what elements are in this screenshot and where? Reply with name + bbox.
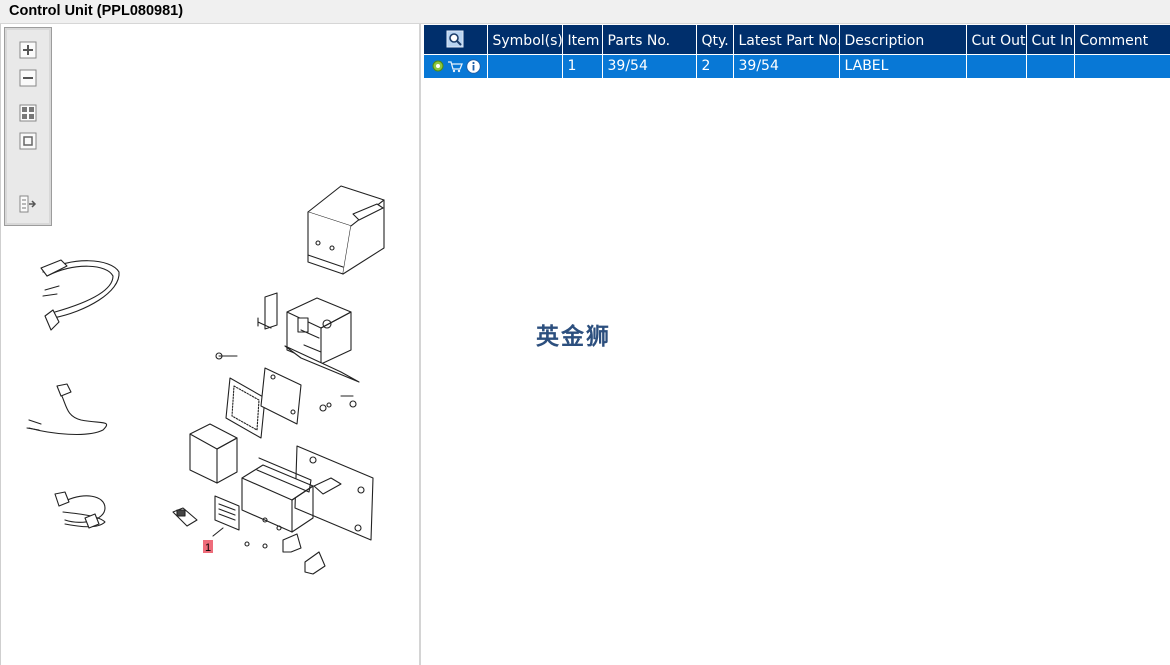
column-header-search[interactable] [424, 25, 488, 54]
column-header-latest-part-no[interactable]: Latest Part No. [733, 25, 840, 54]
gear-icon[interactable] [432, 60, 444, 72]
cell-latest-part-no: 39/54 [733, 53, 840, 78]
cell-item: 1 [562, 53, 603, 78]
parts-table: Symbol(s) Item Parts No. Qty. Latest Par… [424, 25, 1170, 78]
cart-icon[interactable] [447, 60, 463, 73]
column-header-item[interactable]: Item [562, 25, 603, 54]
zoom-toolbar [4, 27, 52, 226]
table-header-row: Symbol(s) Item Parts No. Qty. Latest Par… [424, 25, 1170, 54]
table-row[interactable]: 1 39/54 2 39/54 LABEL [424, 53, 1170, 78]
drawing-viewer[interactable]: 1 [0, 24, 421, 665]
label-plate [212, 495, 240, 537]
page-title: Control Unit (PPL080981) [9, 3, 184, 19]
watermark: 英金狮 [536, 324, 611, 350]
callout-number[interactable]: 1 [205, 542, 211, 554]
cell-cut-out [966, 53, 1027, 78]
junction-box [189, 423, 238, 484]
title-bar: Control Unit (PPL080981) [0, 0, 1170, 24]
mounting-plate [294, 445, 374, 541]
column-header-symbols[interactable]: Symbol(s) [487, 25, 563, 54]
cell-parts-no: 39/54 [602, 53, 697, 78]
export-icon[interactable] [19, 195, 37, 213]
parts-list-pane: Symbol(s) Item Parts No. Qty. Latest Par… [424, 24, 1170, 665]
row-actions-cell [424, 53, 488, 78]
cell-description: LABEL [839, 53, 967, 78]
cable-harness-3 [54, 491, 106, 529]
callout-marker[interactable] [203, 540, 213, 553]
angle-brackets [244, 533, 326, 575]
column-header-comment[interactable]: Comment [1074, 25, 1170, 54]
fit-all-icon[interactable] [19, 104, 37, 122]
sensor [172, 507, 198, 527]
zoom-in-icon[interactable] [19, 41, 37, 59]
cell-comment [1074, 53, 1170, 78]
cell-symbols [487, 53, 563, 78]
actuator-assembly [257, 292, 360, 383]
cell-cut-in [1026, 53, 1075, 78]
control-box-cover [307, 185, 385, 275]
actual-size-icon[interactable] [19, 132, 37, 150]
cable-harness-1 [40, 259, 120, 331]
screws [215, 352, 357, 412]
cell-qty: 2 [696, 53, 734, 78]
column-header-description[interactable]: Description [839, 25, 967, 54]
controller-box [241, 457, 314, 533]
search-icon[interactable] [446, 30, 464, 48]
gasket-plates [225, 367, 302, 439]
exploded-parts-drawing: 1 [26, 185, 385, 575]
column-header-parts-no[interactable]: Parts No. [602, 25, 697, 54]
column-header-qty[interactable]: Qty. [696, 25, 734, 54]
cable-harness-2 [26, 383, 108, 435]
column-header-cut-in[interactable]: Cut In [1026, 25, 1075, 54]
info-icon[interactable] [466, 58, 481, 74]
column-header-cut-out[interactable]: Cut Out [966, 25, 1027, 54]
zoom-out-icon[interactable] [19, 69, 37, 87]
